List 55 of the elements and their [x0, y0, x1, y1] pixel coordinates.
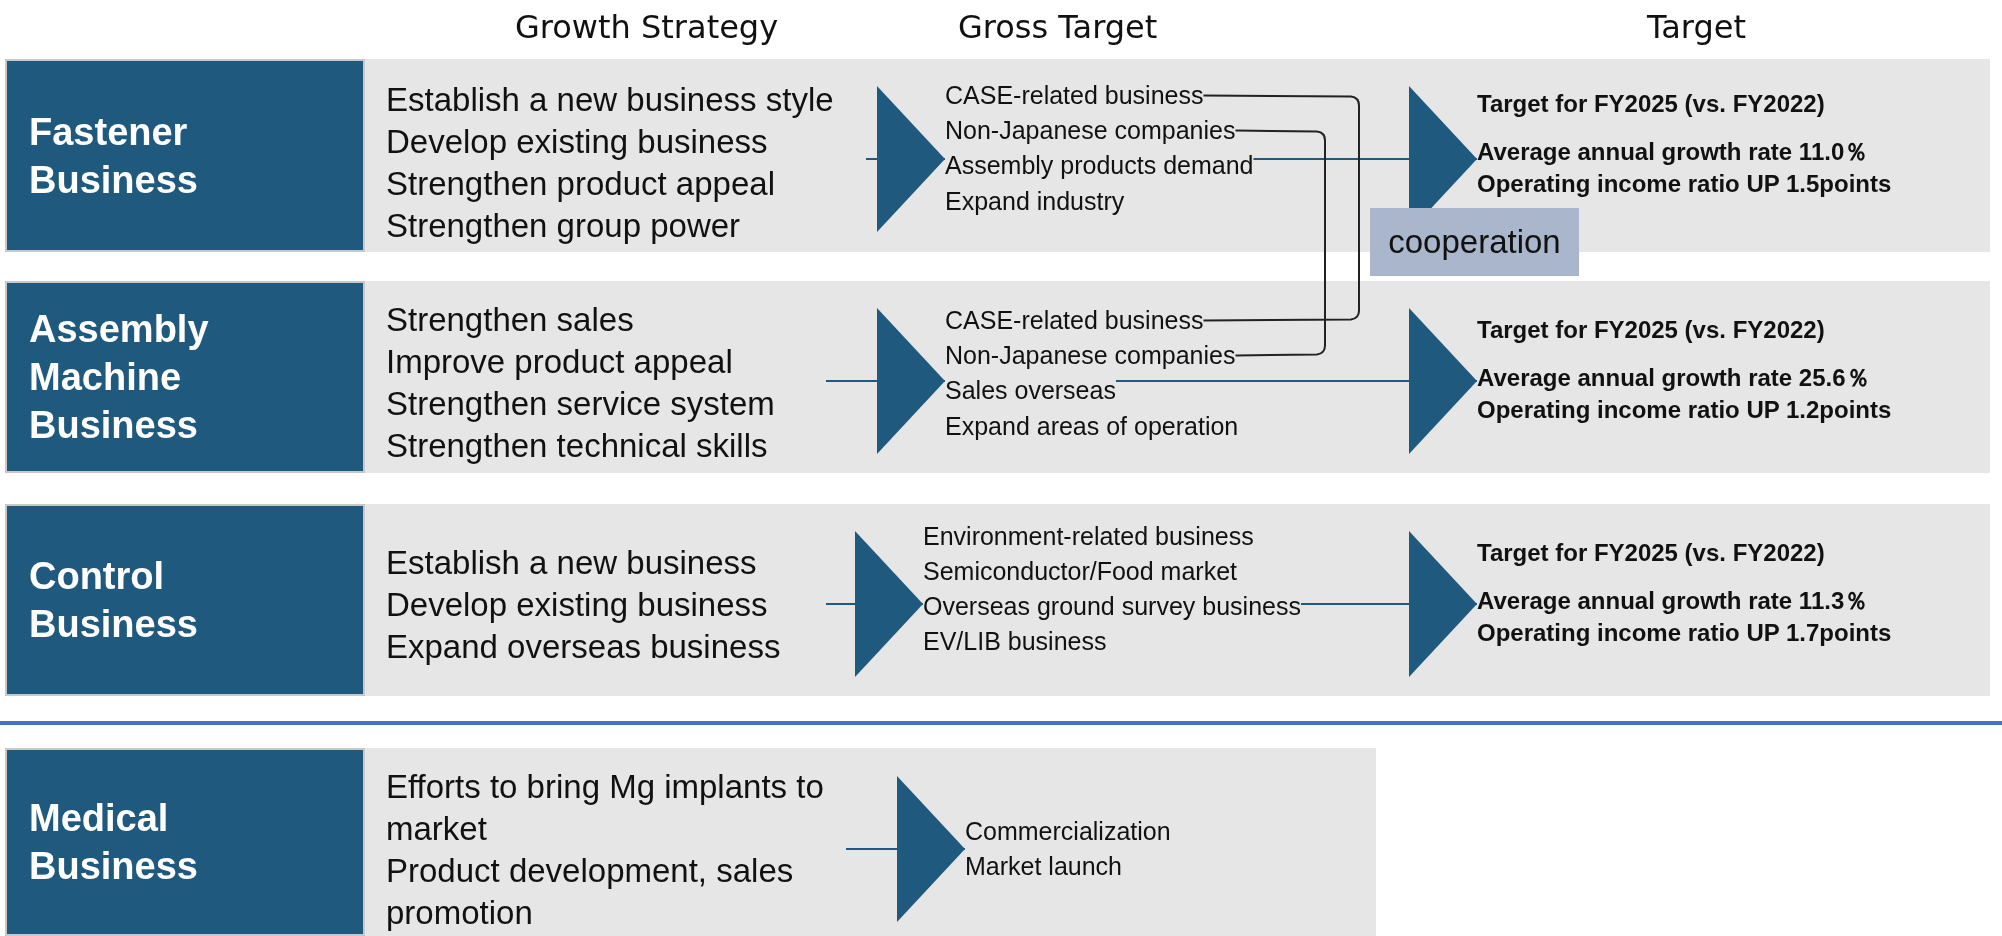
target-line: Average annual growth rate 11.3％	[1477, 586, 1870, 616]
strategy-text: Strengthen group power	[386, 206, 742, 246]
row-band	[5, 504, 1990, 696]
column-header: Growth Strategy	[515, 8, 779, 46]
row-band	[5, 748, 1376, 936]
target-heading: Target for FY2025 (vs. FY2022)	[1477, 538, 1826, 568]
chevron-arrow	[825, 531, 924, 677]
target-item-text: Expand areas of operation	[945, 409, 1239, 444]
strategy-text: Strengthen product appeal	[386, 164, 776, 204]
target-item-text: CASE-related business	[945, 303, 1204, 338]
target-line: Average annual growth rate 25.6％	[1477, 363, 1871, 393]
strategy-text: Strengthen service system	[386, 384, 776, 424]
strategy-text: Establish a new business style	[386, 80, 835, 120]
target-item-text: Commercialization	[965, 816, 1171, 847]
target-item-text: Non-Japanese companies	[945, 338, 1236, 373]
strategy-text: Strengthen sales	[386, 300, 635, 340]
target-line: Operating income ratio UP 1.7points	[1477, 618, 1892, 648]
strategy-text: Develop existing business	[386, 585, 769, 625]
strategy-text: Establish a new business	[386, 543, 758, 583]
target-item-text: Non-Japanese companies	[945, 113, 1236, 148]
chevron-arrow	[825, 308, 946, 454]
category-box: Assembly Machine Business	[5, 281, 365, 473]
strategy-text: Strengthen technical skills	[386, 426, 769, 466]
target-item-text: Market launch	[965, 851, 1124, 882]
chevron-arrow	[865, 86, 946, 232]
connector-line	[1202, 94, 1360, 322]
chevron-arrow	[1114, 308, 1478, 454]
strategy-text: Product development, sales promotion	[386, 851, 795, 933]
target-heading: Target for FY2025 (vs. FY2022)	[1477, 89, 1826, 119]
label-box: cooperation	[1370, 208, 1579, 276]
chevron-arrow	[845, 776, 966, 922]
strategy-text: Expand overseas business	[386, 627, 782, 667]
target-heading: Target for FY2025 (vs. FY2022)	[1477, 315, 1826, 345]
row-band	[5, 281, 1990, 473]
strategy-text: Efforts to bring Mg implants to market	[386, 767, 825, 849]
target-item-text: Assembly products demand	[945, 148, 1254, 183]
strategy-text: Develop existing business	[386, 122, 769, 162]
target-item-text: CASE-related business	[945, 78, 1204, 113]
target-item-text: Expand industry	[945, 184, 1125, 219]
target-item-text: EV/LIB business	[923, 626, 1108, 657]
target-item-text: Environment-related business	[923, 521, 1255, 552]
target-item-text: Overseas ground survey business	[923, 591, 1301, 622]
category-box: Medical Business	[5, 748, 365, 936]
strategy-text: Improve product appeal	[386, 342, 734, 382]
target-item-text: Sales overseas	[945, 373, 1116, 408]
chevron-arrow	[1299, 531, 1478, 677]
target-item-text: Semiconductor/Food market	[923, 556, 1239, 587]
column-header: Target	[1647, 8, 1746, 46]
category-box: Control Business	[5, 504, 365, 696]
target-line: Operating income ratio UP 1.2points	[1477, 395, 1892, 425]
connector-line	[1234, 129, 1326, 357]
column-header: Gross Target	[958, 8, 1158, 46]
target-line: Average annual growth rate 11.0％	[1477, 137, 1870, 167]
target-line: Operating income ratio UP 1.5points	[1477, 169, 1892, 199]
category-box: Fastener Business	[5, 59, 365, 252]
